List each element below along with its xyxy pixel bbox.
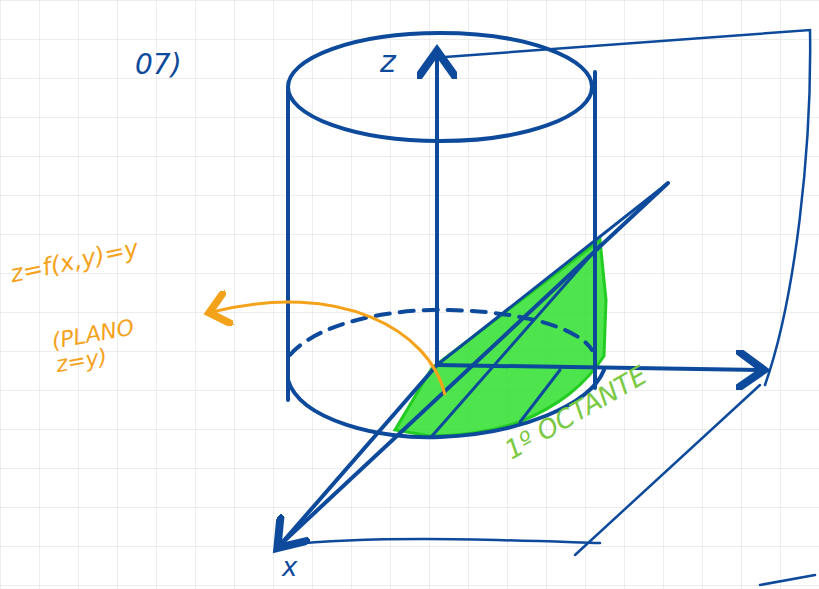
axis-label: x [282, 553, 297, 582]
problem-number: 07) [135, 50, 182, 81]
axis-label: z [380, 45, 396, 78]
